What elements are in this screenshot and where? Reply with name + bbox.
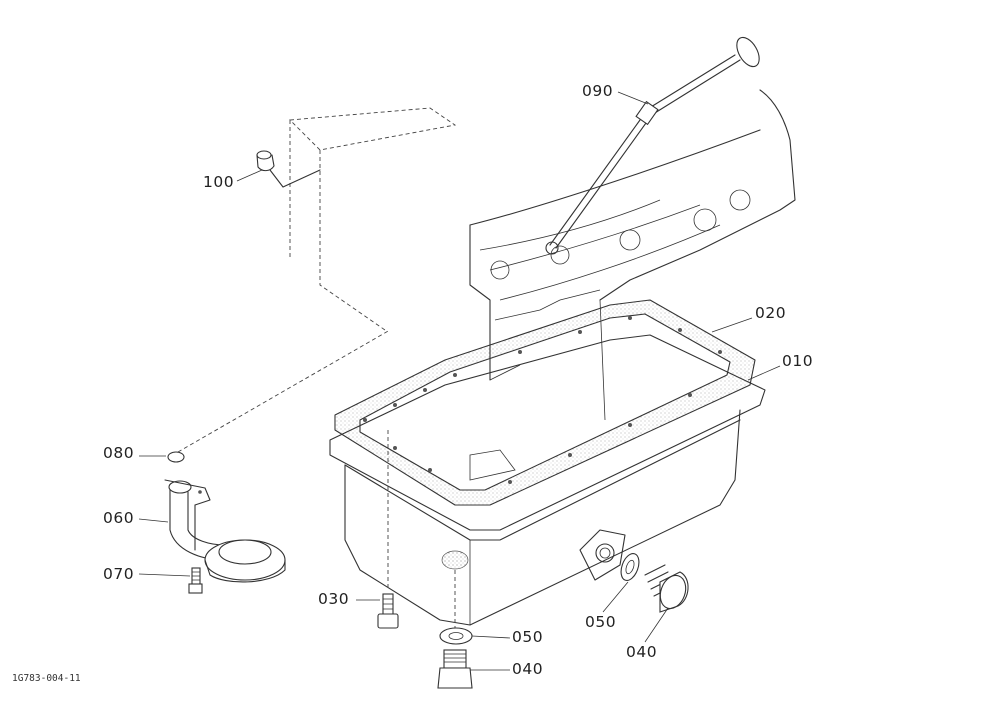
callout-090: 090 <box>582 82 614 100</box>
callout-060: 060 <box>103 509 135 527</box>
gasket-outline <box>334 299 756 506</box>
callout-030: 030 <box>318 590 350 608</box>
drain-plug-bottom <box>437 649 473 689</box>
leader-lines <box>138 91 781 671</box>
figure-code: 1G783-004-11 <box>12 673 81 684</box>
o-ring <box>167 329 391 463</box>
drain-washer-bottom <box>439 570 473 645</box>
callout-040-bottom: 040 <box>512 660 544 678</box>
callout-040-right: 040 <box>626 643 658 661</box>
dipstick <box>545 36 760 255</box>
callout-050-bottom: 050 <box>512 628 544 646</box>
oil-pan <box>329 334 766 626</box>
bolt-030 <box>377 430 399 629</box>
drain-plug-right <box>644 564 689 613</box>
bolt-070 <box>188 567 203 594</box>
callout-100: 100 <box>203 173 235 191</box>
callout-020: 020 <box>755 304 787 322</box>
callout-080: 080 <box>103 444 135 462</box>
callout-010: 010 <box>782 352 814 370</box>
callout-070: 070 <box>103 565 135 583</box>
engine-block-outline <box>288 89 796 421</box>
callout-050-right: 050 <box>585 613 617 631</box>
plug-100 <box>256 150 321 188</box>
oil-strainer <box>164 479 286 583</box>
drain-washer-right <box>620 553 640 581</box>
gasket-bolt-holes <box>363 316 722 484</box>
